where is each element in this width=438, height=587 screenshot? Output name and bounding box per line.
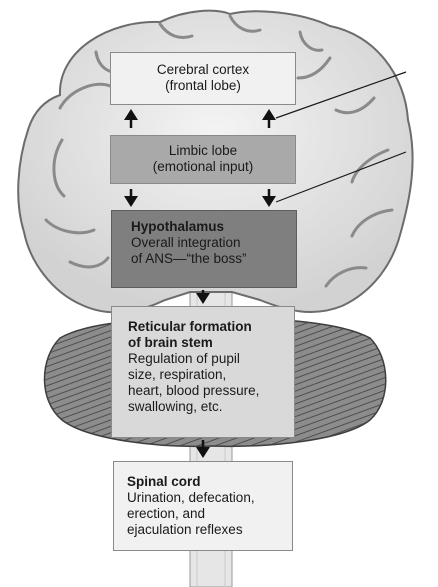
hypothalamus-box: Hypothalamus Overall integration of ANS—… xyxy=(111,210,297,288)
spinal-title: Spinal cord xyxy=(127,474,201,489)
arrow-cortex-limbic-right xyxy=(262,109,276,128)
hypothalamus-desc-line-2: of ANS—“the boss” xyxy=(131,251,247,266)
spinal-desc-line-1: Urination, defecation, xyxy=(127,490,255,505)
reticular-desc-line-4: swallowing, etc. xyxy=(128,399,223,414)
limbic-label-line-2: (emotional input) xyxy=(152,159,254,174)
reticular-title-line-2: of brain stem xyxy=(128,335,213,350)
cortex-label-line-2: (frontal lobe) xyxy=(165,78,241,93)
reticular-formation-box: Reticular formation of brain stem Regula… xyxy=(111,306,295,438)
reticular-desc-line-3: heart, blood pressure, xyxy=(128,383,260,398)
arrow-cortex-limbic-left xyxy=(124,109,138,128)
reticular-title-line-1: Reticular formation xyxy=(128,319,252,334)
leader-lines xyxy=(275,71,407,203)
spinal-desc-line-2: erection, and xyxy=(127,506,206,521)
cortex-label-line-1: Cerebral cortex xyxy=(156,62,250,77)
spinal-desc-line-3: ejaculation reflexes xyxy=(127,522,243,537)
arrow-hypothalamus-reticular xyxy=(196,290,210,304)
hypothalamus-desc-line-1: Overall integration xyxy=(131,235,241,250)
arrow-limbic-hypothalamus-left xyxy=(124,189,138,207)
arrow-reticular-spinal xyxy=(196,440,210,458)
reticular-desc-line-1: Regulation of pupil xyxy=(128,351,240,366)
arrow-limbic-hypothalamus-right xyxy=(262,189,276,207)
limbic-lobe-box: Limbic lobe (emotional input) xyxy=(110,135,296,184)
limbic-label-line-1: Limbic lobe xyxy=(168,143,238,158)
hypothalamus-title: Hypothalamus xyxy=(131,219,225,234)
spinal-cord-box: Spinal cord Urination, defecation, erect… xyxy=(113,461,293,551)
cerebral-cortex-box: Cerebral cortex (frontal lobe) xyxy=(110,52,296,105)
reticular-desc-line-2: size, respiration, xyxy=(128,367,227,382)
